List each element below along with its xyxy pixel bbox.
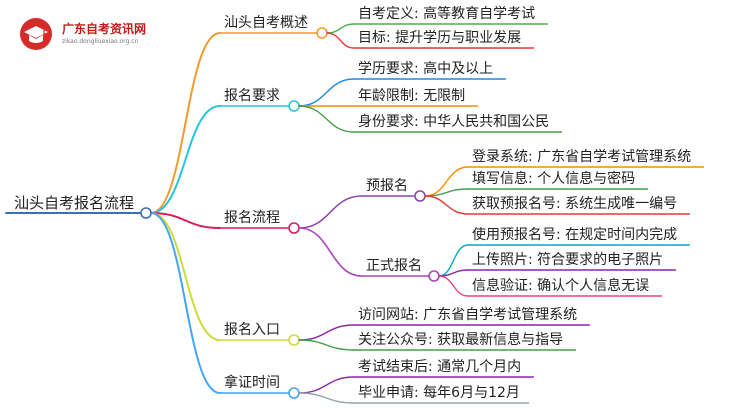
leaf-label: 学历要求: 高中及以上 — [358, 61, 494, 77]
branch-toggle-4[interactable] — [288, 387, 300, 399]
leaf-label: 填写信息: 个人信息与密码 — [472, 171, 636, 187]
leaf-label: 目标: 提升学历与职业发展 — [358, 30, 522, 46]
sub-branch-toggle-0[interactable] — [414, 190, 426, 202]
leaf-label: 年龄限制: 无限制 — [358, 88, 466, 104]
sub-branch-toggle-1[interactable] — [428, 270, 440, 282]
leaf-label: 获取预报名号: 系统生成唯一编号 — [472, 196, 678, 212]
leaf-label: 使用预报名号: 在规定时间内完成 — [472, 227, 678, 243]
leaf-label: 登录系统: 广东省自学考试管理系统 — [472, 149, 692, 165]
leaf-label: 自考定义: 高等教育自学考试 — [358, 6, 536, 22]
leaf-label: 身份要求: 中华人民共和国公民 — [358, 114, 550, 130]
root-node-toggle[interactable] — [140, 207, 152, 219]
leaf-label: 考试结束后: 通常几个月内 — [358, 359, 522, 375]
site-brand-url: zikao.dongliuexiao.org.cn — [62, 38, 139, 45]
branch-toggle-3[interactable] — [288, 334, 300, 346]
site-brand-title: 广东自考资讯网 — [62, 22, 147, 36]
branch-toggle-2[interactable] — [288, 222, 300, 234]
leaf-label: 信息验证: 确认个人信息无误 — [472, 278, 650, 294]
branch-toggle-0[interactable] — [316, 27, 328, 39]
leaf-label: 访问网站: 广东省自学考试管理系统 — [358, 307, 578, 323]
sub-branch-label-0: 预报名 — [366, 178, 408, 194]
branch-label-4: 拿证时间 — [224, 375, 280, 391]
branch-label-0: 汕头自考概述 — [224, 15, 308, 31]
branch-label-2: 报名流程 — [224, 210, 280, 226]
graduation-cap-logo-icon — [20, 18, 52, 50]
leaf-label: 毕业申请: 每年6月与12月 — [358, 385, 520, 401]
root-node-label: 汕头自考报名流程 — [14, 194, 135, 212]
sub-branch-label-1: 正式报名 — [366, 258, 422, 274]
site-brand: 广东自考资讯网 zikao.dongliuexiao.org.cn — [18, 14, 188, 54]
leaf-label: 关注公众号: 获取最新信息与指导 — [358, 332, 564, 348]
branch-toggle-1[interactable] — [288, 100, 300, 112]
leaf-label: 上传照片: 符合要求的电子照片 — [472, 252, 664, 268]
branch-label-1: 报名要求 — [224, 88, 280, 104]
branch-label-3: 报名入口 — [224, 322, 280, 338]
